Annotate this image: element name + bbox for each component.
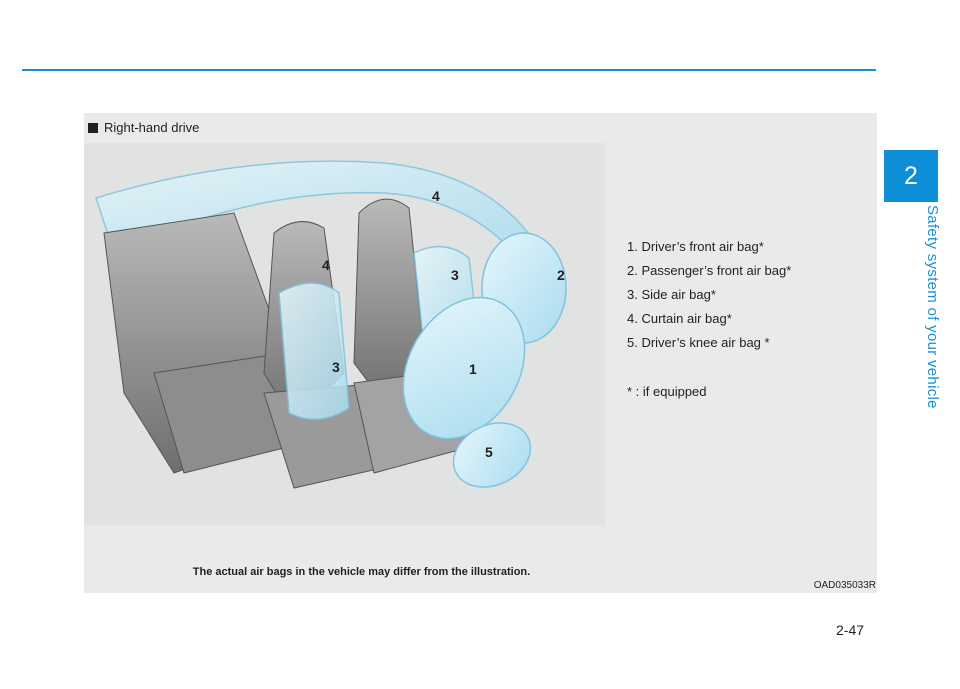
- knee-airbag-shape: [452, 422, 532, 488]
- callout-3-rear: 3: [332, 359, 340, 375]
- callout-4-rear: 4: [322, 257, 330, 273]
- legend-item: 2. Passenger’s front air bag*: [627, 263, 792, 278]
- callout-1: 1: [469, 361, 477, 377]
- square-bullet-icon: [88, 122, 98, 133]
- chapter-title: Safety system of your vehicle: [924, 205, 941, 409]
- footnote: * : if equipped: [627, 384, 707, 399]
- top-rule: [22, 69, 876, 71]
- callout-2: 2: [557, 267, 565, 283]
- figure-code: OAD035033R: [813, 580, 876, 591]
- callout-5: 5: [485, 444, 493, 460]
- chapter-number-tab: 2: [884, 150, 938, 202]
- legend-item: 5. Driver’s knee air bag *: [627, 335, 770, 350]
- figure-header-text: Right-hand drive: [104, 120, 200, 135]
- airbag-legend: 1. Driver’s front air bag* 2. Passenger’…: [627, 239, 791, 359]
- airbag-illustration-svg: 4 4 3 2 3 1 5: [95, 160, 567, 489]
- callout-3-front: 3: [451, 267, 459, 283]
- airbag-illustration: 4 4 3 2 3 1 5: [84, 143, 605, 525]
- legend-item: 1. Driver’s front air bag*: [627, 239, 764, 254]
- figure-caption: The actual air bags in the vehicle may d…: [192, 566, 531, 578]
- side-airbag-rear-shape: [278, 282, 350, 421]
- page-number: 2-47: [836, 622, 865, 638]
- driver-front-airbag-shape: [402, 296, 526, 440]
- legend-item: 3. Side air bag*: [627, 287, 716, 302]
- figure-header: Right-hand drive: [88, 120, 199, 135]
- callout-4-curtain: 4: [432, 188, 440, 204]
- legend-item: 4. Curtain air bag*: [627, 311, 732, 326]
